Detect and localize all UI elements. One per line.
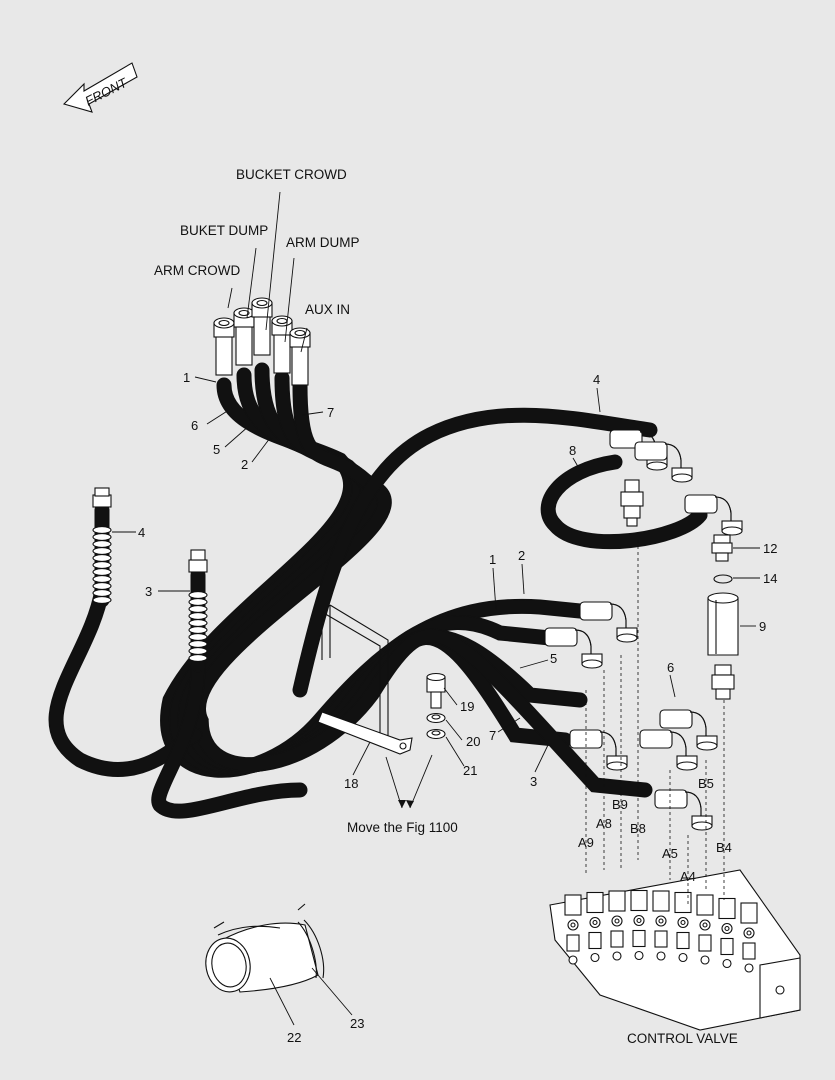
callout-19: 19 [460,699,474,714]
valve-section-1 [564,894,582,916]
port-a5: A5 [662,846,678,861]
note-move-fig: Move the Fig 1100 [347,820,458,835]
hose-end-fittings [544,429,743,831]
valve-section-2 [586,891,604,914]
port-b4: B4 [716,840,732,855]
callout-14: 14 [763,571,777,586]
note-control-valve: CONTROL VALVE [627,1031,738,1046]
connector-9 [707,592,739,700]
callout-1-top: 1 [183,370,190,385]
valve-section-6 [674,891,692,914]
labels: BUCKET CROWD BUKET DUMP ARM DUMP ARM CRO… [138,167,777,1046]
callout-6-mid: 6 [667,660,674,675]
move-arrows [385,754,433,809]
callout-8: 8 [569,443,576,458]
fitting-5 [654,789,688,809]
port-b8: B8 [630,821,646,836]
valve-section-7 [696,894,714,916]
port-fitting-1 [215,334,233,376]
bundle-hose-4 [185,370,573,774]
callout-23: 23 [350,1016,364,1031]
valve-section-9 [740,902,758,924]
callout-20: 20 [466,734,480,749]
fitting-2 [544,627,578,647]
hose-8-loop [540,454,708,550]
fitting-8 [634,441,668,461]
fitting-3 [659,709,693,729]
washer-20 [426,712,446,724]
port-guide-lines [585,540,725,905]
port-fitting-4 [273,332,291,374]
fitting-4 [639,729,673,749]
callout-1-mid: 1 [489,552,496,567]
callout-7-top: 7 [327,405,334,420]
callout-4-top: 4 [593,372,600,387]
front-arrow-icon: FRONT [62,62,138,113]
callout-2-top: 2 [241,457,248,472]
port-fitting-5 [291,344,309,386]
port-fitting-3 [253,314,271,356]
callout-6-top: 6 [191,418,198,433]
control-valve [549,869,801,1031]
port-a9: A9 [578,835,594,850]
port-b9: B9 [612,797,628,812]
o-ring-14 [713,574,733,584]
port-b5: B5 [698,776,714,791]
callout-4-left: 4 [138,525,145,540]
fitting-9 [684,494,718,514]
valve-section-8 [718,897,736,920]
callout-5-mid: 5 [550,651,557,666]
callout-3-mid: 3 [530,774,537,789]
label-arm-crowd: ARM CROWD [154,263,240,278]
callout-2-mid: 2 [518,548,525,563]
hose-protector-22 [205,903,325,993]
callout-3-left: 3 [145,584,152,599]
bolt-19 [426,672,446,709]
adapter-12 [711,534,733,562]
callout-21: 21 [463,763,477,778]
port-fitting-2 [235,324,253,366]
washer-21 [426,728,446,740]
label-aux-in: AUX IN [305,302,350,317]
valve-section-5 [652,890,670,912]
port-a4: A4 [680,869,696,884]
callout-12: 12 [763,541,777,556]
fitting-1 [579,601,613,621]
fitting-7 [609,429,643,449]
valve-section-3 [608,890,626,912]
label-bucket-crowd: BUCKET CROWD [236,167,347,182]
label-buket-dump: BUKET DUMP [180,223,268,238]
valve-end-cover [759,957,801,1019]
callout-9: 9 [759,619,766,634]
port-a8: A8 [596,816,612,831]
bracket-18 [317,604,413,755]
hose-4-upper [292,407,658,698]
valve-section-4 [630,889,648,912]
callout-22: 22 [287,1030,301,1045]
label-arm-dump: ARM DUMP [286,235,360,250]
callout-18: 18 [344,776,358,791]
hose-bundle-main [160,362,653,798]
leader-lines [112,191,760,1026]
hose-3-left [151,549,308,819]
callout-7-mid: 7 [489,728,496,743]
callout-5-top: 5 [213,442,220,457]
check-fitting [620,479,644,527]
